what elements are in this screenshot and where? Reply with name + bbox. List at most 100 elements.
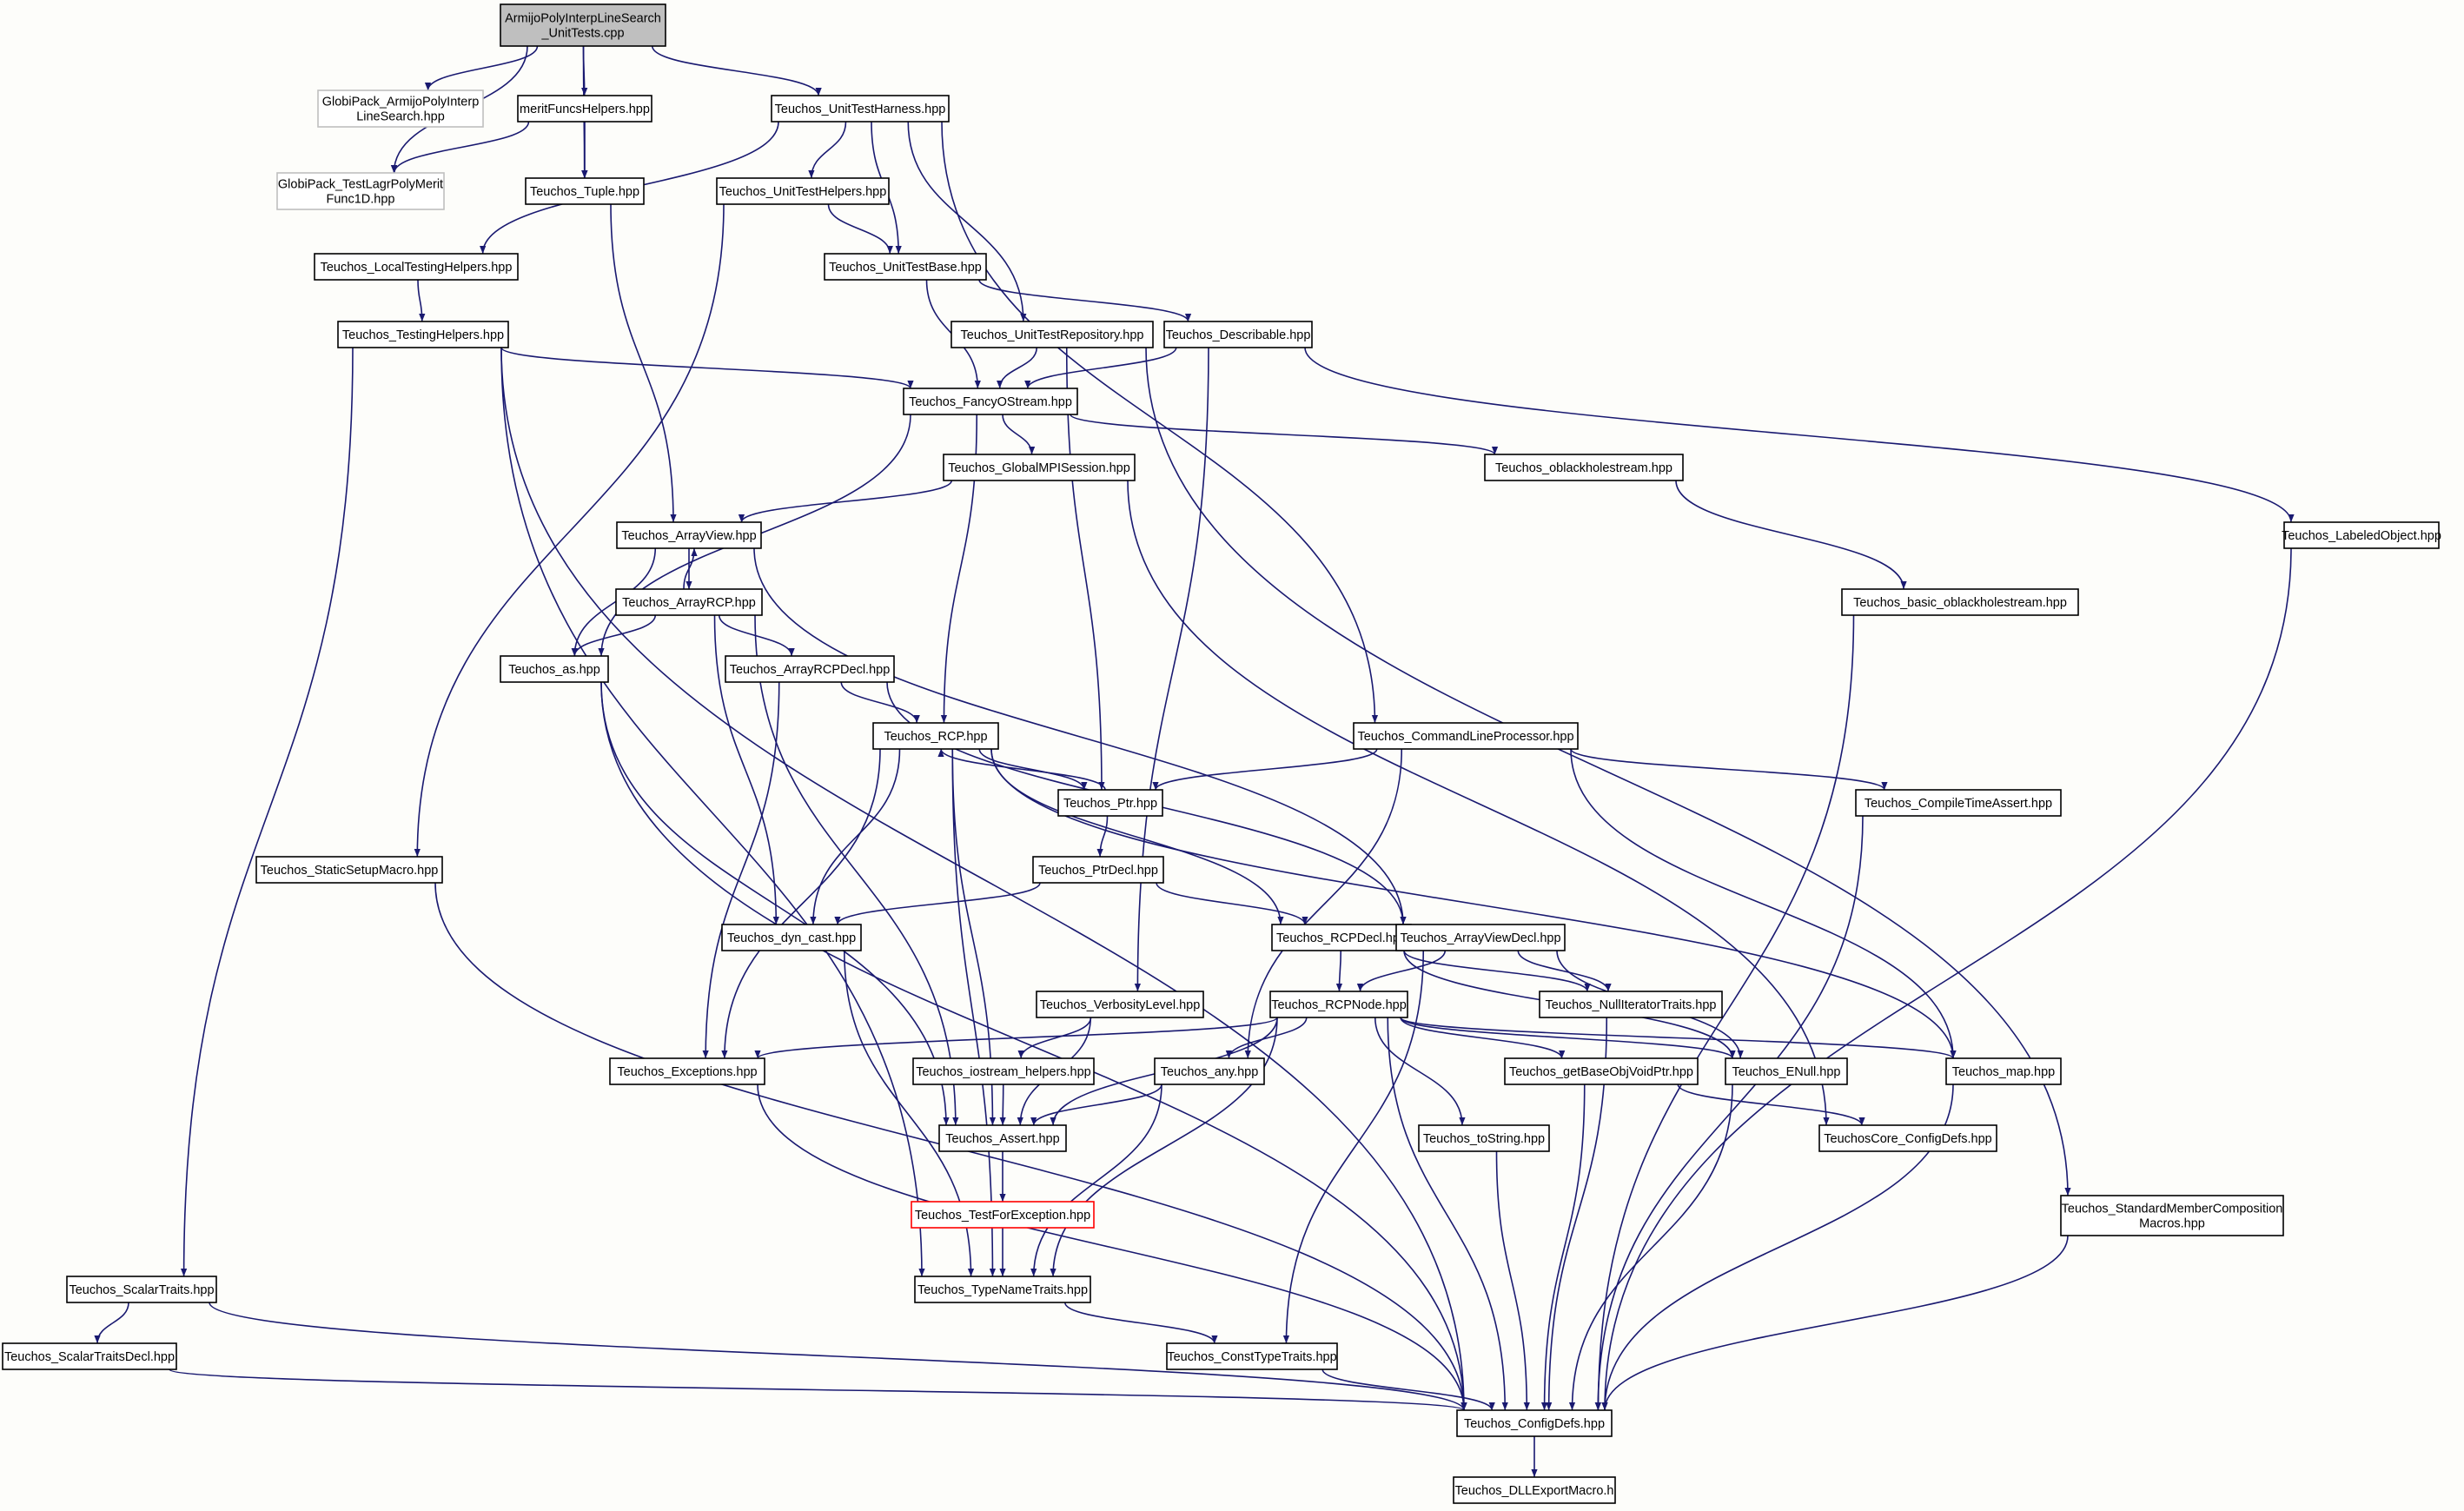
edge-utbase-to-describable <box>978 279 1192 322</box>
edge-scalartraits-to-configdefs <box>209 1302 1467 1411</box>
node-box <box>1395 924 1566 951</box>
edge-oblackhole-to-basicoblackhole <box>1675 480 1907 590</box>
node-fancyostream[interactable]: Teuchos_FancyOStream.hpp <box>903 388 1078 415</box>
node-box <box>771 95 950 123</box>
node-label: GlobiPack_ArmijoPolyInterp <box>322 96 480 109</box>
node-enull[interactable]: Teuchos_ENull.hpp <box>1725 1057 1848 1085</box>
edge-tuple-to-arrayview <box>610 203 677 523</box>
node-arrayviewdecl[interactable]: Teuchos_ArrayViewDecl.hpp <box>1395 924 1566 951</box>
node-label: Teuchos_StaticSetupMacro.hpp <box>261 864 439 878</box>
node-rcp[interactable]: Teuchos_RCP.hpp <box>872 722 999 750</box>
node-staticsetup[interactable]: Teuchos_StaticSetupMacro.hpp <box>255 856 443 884</box>
node-iostream[interactable]: Teuchos_iostream_helpers.hpp <box>912 1057 1095 1085</box>
edge-testinghelpers-to-fancyostream <box>500 347 914 389</box>
node-rcpnode[interactable]: Teuchos_RCPNode.hpp <box>1269 991 1408 1018</box>
node-label: Teuchos_Tuple.hpp <box>530 185 639 199</box>
node-label: Teuchos_UnitTestHarness.hpp <box>775 103 946 116</box>
node-label: Teuchos_VerbosityLevel.hpp <box>1040 998 1201 1012</box>
node-label: Teuchos_ArrayRCP.hpp <box>622 596 756 610</box>
node-label: Teuchos_TypeNameTraits.hpp <box>917 1283 1088 1297</box>
node-box <box>721 924 862 951</box>
edge-testinghelpers-to-typename <box>500 347 925 1277</box>
node-box <box>1057 789 1163 817</box>
node-box <box>1841 588 2079 616</box>
node-configdefs[interactable]: Teuchos_ConfigDefs.hpp <box>1456 1409 1613 1437</box>
node-box <box>1945 1057 2062 1085</box>
node-utbase[interactable]: Teuchos_UnitTestBase.hpp <box>824 253 987 281</box>
node-merit[interactable]: meritFuncsHelpers.hpp <box>517 95 652 123</box>
node-ptrdecl[interactable]: Teuchos_PtrDecl.hpp <box>1032 856 1164 884</box>
node-basicoblackhole[interactable]: Teuchos_basic_oblackholestream.hpp <box>1841 588 2079 616</box>
edge-utrepo-to-ptr <box>1065 347 1105 791</box>
node-arrayrcpdecl[interactable]: Teuchos_ArrayRCPDecl.hpp <box>725 655 895 683</box>
node-box <box>2060 1195 2284 1236</box>
edge-uthelpers-to-utbase <box>827 203 893 255</box>
node-scalartraits[interactable]: Teuchos_ScalarTraits.hpp <box>66 1276 217 1303</box>
node-assert[interactable]: Teuchos_Assert.hpp <box>938 1124 1067 1152</box>
node-box <box>1484 454 1684 481</box>
node-arrayrcp[interactable]: Teuchos_ArrayRCP.hpp <box>615 588 763 616</box>
node-box <box>1418 1124 1550 1152</box>
node-box <box>872 722 999 750</box>
node-rcpdecl[interactable]: Teuchos_RCPDecl.hpp <box>1271 924 1412 951</box>
node-tostring[interactable]: Teuchos_toString.hpp <box>1418 1124 1550 1152</box>
node-testforexc[interactable]: Teuchos_TestForException.hpp <box>911 1201 1095 1229</box>
node-nulliter[interactable]: Teuchos_NullIteratorTraits.hpp <box>1539 991 1723 1018</box>
node-box <box>1032 856 1164 884</box>
node-box <box>912 1057 1095 1085</box>
node-label: Teuchos_ArrayView.hpp <box>621 529 756 543</box>
node-label: Teuchos_ScalarTraitsDecl.hpp <box>4 1350 175 1364</box>
node-stdmember[interactable]: Teuchos_StandardMemberCompositionMacros.… <box>2060 1195 2284 1236</box>
edge-fancyostream-to-globalmpi <box>1002 414 1036 455</box>
node-coreconfig[interactable]: TeuchosCore_ConfigDefs.hpp <box>1818 1124 1997 1152</box>
node-compiletime[interactable]: Teuchos_CompileTimeAssert.hpp <box>1855 789 2062 817</box>
node-cmdline[interactable]: Teuchos_CommandLineProcessor.hpp <box>1353 722 1579 750</box>
node-ptr[interactable]: Teuchos_Ptr.hpp <box>1057 789 1163 817</box>
node-box <box>609 1057 765 1085</box>
edge-enull-to-configdefs <box>1568 1084 1733 1411</box>
node-map[interactable]: Teuchos_map.hpp <box>1945 1057 2062 1085</box>
node-label: meritFuncsHelpers.hpp <box>520 103 650 116</box>
node-describable[interactable]: Teuchos_Describable.hpp <box>1163 321 1313 348</box>
node-dllexport[interactable]: Teuchos_DLLExportMacro.h <box>1453 1476 1616 1504</box>
node-uthelpers[interactable]: Teuchos_UnitTestHelpers.hpp <box>716 177 890 205</box>
node-any[interactable]: Teuchos_any.hpp <box>1154 1057 1265 1085</box>
node-getbase[interactable]: Teuchos_getBaseObjVoidPtr.hpp <box>1504 1057 1699 1085</box>
node-globalmpi[interactable]: Teuchos_GlobalMPISession.hpp <box>943 454 1136 481</box>
edge-rcpnode-to-enull <box>1400 1017 1736 1059</box>
node-localtesting[interactable]: Teuchos_LocalTestingHelpers.hpp <box>314 253 519 281</box>
node-testinghelpers[interactable]: Teuchos_TestingHelpers.hpp <box>337 321 509 348</box>
node-labeledobject[interactable]: Teuchos_LabeledObject.hpp <box>2282 521 2441 549</box>
node-scalardecl[interactable]: Teuchos_ScalarTraitsDecl.hpp <box>2 1342 177 1370</box>
node-box <box>276 172 445 210</box>
edge-root-to-harness <box>651 45 822 96</box>
node-gp_armijo[interactable]: GlobiPack_ArmijoPolyInterpLineSearch.hpp <box>317 89 484 128</box>
node-label: Teuchos_ArrayViewDecl.hpp <box>1400 931 1560 945</box>
node-label: Teuchos_CompileTimeAssert.hpp <box>1865 797 2052 811</box>
node-exceptions[interactable]: Teuchos_Exceptions.hpp <box>609 1057 765 1085</box>
node-label: ArmijoPolyInterpLineSearch <box>505 12 661 26</box>
node-box <box>1166 1342 1338 1370</box>
node-box <box>615 588 763 616</box>
node-typename[interactable]: Teuchos_TypeNameTraits.hpp <box>914 1276 1091 1303</box>
node-arrayview[interactable]: Teuchos_ArrayView.hpp <box>616 521 762 549</box>
node-as[interactable]: Teuchos_as.hpp <box>500 655 609 683</box>
node-box <box>1539 991 1723 1018</box>
node-consttype[interactable]: Teuchos_ConstTypeTraits.hpp <box>1166 1342 1338 1370</box>
node-tuple[interactable]: Teuchos_Tuple.hpp <box>525 177 645 205</box>
edge-ptrdecl-to-dyncast <box>834 882 1041 925</box>
node-utrepo[interactable]: Teuchos_UnitTestRepository.hpp <box>950 321 1154 348</box>
node-dyncast[interactable]: Teuchos_dyn_cast.hpp <box>721 924 862 951</box>
node-harness[interactable]: Teuchos_UnitTestHarness.hpp <box>771 95 950 123</box>
node-oblackhole[interactable]: Teuchos_oblackholestream.hpp <box>1484 454 1684 481</box>
edge-merit-to-gp_lagr <box>391 121 530 174</box>
edge-rcpnode-to-typename <box>1050 1017 1278 1277</box>
node-label: Teuchos_getBaseObjVoidPtr.hpp <box>1509 1065 1693 1079</box>
node-label: Teuchos_TestingHelpers.hpp <box>342 328 504 342</box>
node-verbosity[interactable]: Teuchos_VerbosityLevel.hpp <box>1036 991 1204 1018</box>
node-root[interactable]: ArmijoPolyInterpLineSearch_UnitTests.cpp <box>500 3 666 47</box>
edge-describable-to-labeledobject <box>1304 347 2295 523</box>
edge-localtesting-to-testinghelpers <box>417 279 426 322</box>
edge-cmdline-to-map <box>1570 748 1957 1059</box>
